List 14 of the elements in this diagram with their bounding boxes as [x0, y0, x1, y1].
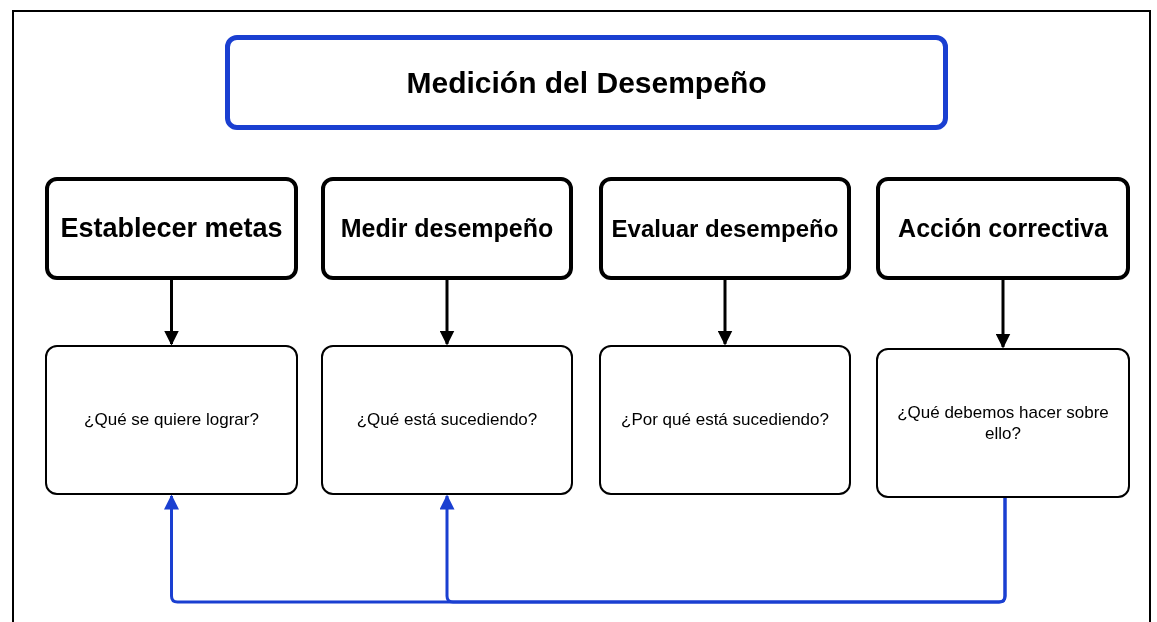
step-box: Establecer metas: [45, 177, 298, 280]
question-box: ¿Qué se quiere lograr?: [45, 345, 298, 495]
arrow: [439, 494, 1007, 604]
question-box: ¿Qué debemos hacer sobre ello?: [876, 348, 1130, 498]
arrow: [164, 280, 179, 346]
step-box: Acción correctiva: [876, 177, 1130, 280]
question-box: ¿Qué está sucediendo?: [321, 345, 573, 495]
step-box: Medir desempeño: [321, 177, 573, 280]
step-box: Evaluar desempeño: [599, 177, 851, 280]
question-box: ¿Por qué está sucediendo?: [599, 345, 851, 495]
arrow: [995, 280, 1011, 349]
arrow: [717, 280, 733, 346]
arrow: [439, 280, 455, 346]
title-box: Medición del Desempeño: [225, 35, 948, 130]
